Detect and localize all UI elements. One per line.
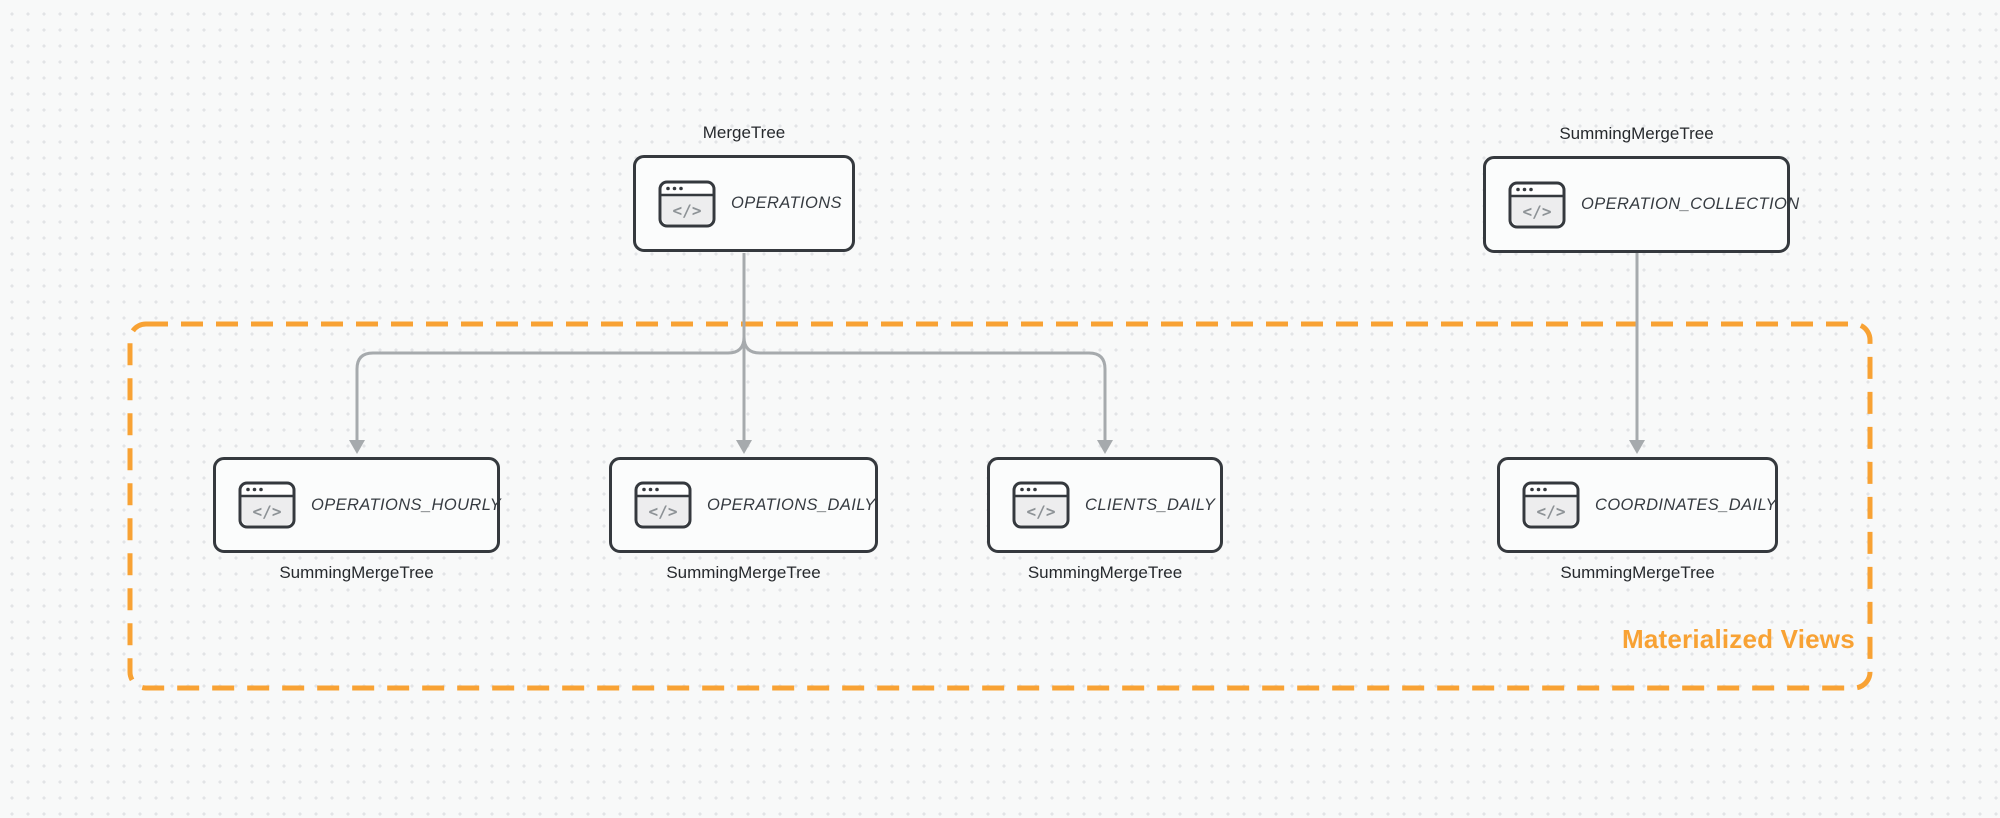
svg-text:</>: </> xyxy=(253,502,282,521)
materialized-views-label: Materialized Views xyxy=(1622,624,1855,654)
engine-label-clients-daily: SummingMergeTree xyxy=(1027,563,1183,582)
engine-label-operations-daily: SummingMergeTree xyxy=(666,563,821,582)
code-window-icon: </> xyxy=(1012,481,1070,529)
code-window-icon: </> xyxy=(1522,481,1580,529)
svg-text:</>: </> xyxy=(649,502,678,521)
engine-label-coordinates-daily: SummingMergeTree xyxy=(1560,563,1715,582)
node-operations-daily[interactable]: </> OPERATIONS_DAILY xyxy=(609,457,878,553)
arrowhead-operations-daily xyxy=(736,440,752,454)
engine-label-operations: MergeTree xyxy=(702,123,786,142)
node-operations[interactable]: </> OPERATIONS xyxy=(633,155,855,252)
code-window-icon: </> xyxy=(634,481,692,529)
node-title: OPERATIONS_HOURLY xyxy=(311,495,502,514)
edge-operations-to-operations-hourly xyxy=(355,253,746,441)
engine-label-operation-collection: SummingMergeTree xyxy=(1559,124,1714,143)
node-operation-collection[interactable]: </> OPERATION_COLLECTION xyxy=(1483,156,1799,253)
code-window-icon: </> xyxy=(658,180,716,227)
edge-operations-to-clients-daily xyxy=(742,253,1107,441)
arrowhead-clients-daily xyxy=(1097,440,1113,454)
svg-text:</>: </> xyxy=(1027,502,1056,521)
node-title: OPERATIONS xyxy=(731,194,842,212)
node-title: COORDINATES_DAILY xyxy=(1595,495,1777,514)
node-title: OPERATIONS_DAILY xyxy=(707,495,876,514)
materialized-views-group-border xyxy=(127,321,1873,691)
engine-label-operations-hourly: SummingMergeTree xyxy=(279,563,434,582)
node-title: OPERATION_COLLECTION xyxy=(1581,195,1800,213)
node-operations-hourly[interactable]: </> OPERATIONS_HOURLY xyxy=(213,457,502,553)
node-clients-daily[interactable]: </> CLIENTS_DAILY xyxy=(987,457,1223,553)
node-title: CLIENTS_DAILY xyxy=(1085,495,1216,514)
svg-text:</>: </> xyxy=(1523,202,1552,221)
arrowhead-coordinates-daily xyxy=(1629,440,1645,454)
svg-text:</>: </> xyxy=(673,201,702,220)
node-coordinates-daily[interactable]: </> COORDINATES_DAILY xyxy=(1497,457,1778,553)
arrowhead-operations-hourly xyxy=(349,440,365,454)
code-window-icon: </> xyxy=(1508,181,1566,228)
svg-text:</>: </> xyxy=(1537,502,1566,521)
code-window-icon: </> xyxy=(238,481,296,529)
